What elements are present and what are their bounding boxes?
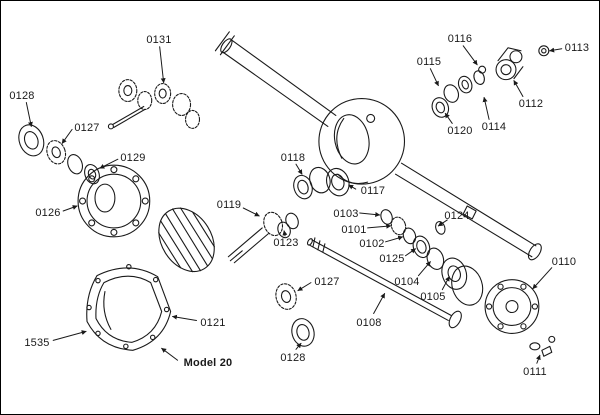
leader-line-0124	[437, 219, 448, 227]
leader-line-0116	[462, 45, 478, 66]
ring-gear-drawing	[158, 207, 215, 273]
pinion-shims-drawing	[293, 166, 350, 200]
hub-drawing	[484, 279, 540, 334]
leader-line-0127-upper	[61, 128, 73, 144]
diff-cover-drawing	[86, 263, 172, 351]
axle-housing-drawing	[214, 31, 542, 261]
leader-line-0123	[282, 230, 288, 237]
leader-line-0108	[373, 293, 386, 314]
leader-line-0126	[62, 205, 78, 212]
pinion-nut-drawing	[538, 45, 550, 57]
spider-gears-drawing	[107, 79, 201, 130]
leader-line-0104	[417, 261, 431, 277]
leader-line-0119	[242, 207, 260, 217]
thrust-washer-lower-drawing	[291, 318, 315, 347]
leader-line-0125	[404, 248, 416, 257]
thrust-washers-left-drawing	[67, 154, 100, 185]
leader-line-0120	[444, 112, 453, 124]
leader-line-model-20	[161, 347, 179, 361]
drive-pinion-drawing	[227, 211, 299, 264]
leader-line-0121	[172, 314, 197, 321]
differential-case-drawing	[77, 164, 151, 238]
leader-line-0129	[99, 158, 119, 169]
small-hardware-drawing	[529, 335, 556, 357]
leader-line-0113	[549, 47, 563, 53]
leader-line-0128-left	[25, 102, 33, 128]
leader-line-0127-lower	[297, 282, 312, 292]
leader-line-0103	[359, 212, 381, 218]
axle-bearing-stack-drawing	[380, 209, 484, 306]
leader-line-0101	[367, 223, 392, 229]
leader-line-0102	[385, 235, 404, 243]
leader-line-0110	[532, 267, 553, 290]
leader-line-0112	[513, 80, 524, 98]
side-bearing-drawing	[18, 124, 45, 157]
leader-line-0128-lower	[295, 342, 302, 350]
leader-line-0114	[482, 96, 490, 120]
leader-line-0131	[159, 46, 166, 84]
leader-line-0111	[535, 354, 541, 364]
leader-line-0115	[429, 68, 439, 87]
leader-line-1535	[52, 330, 87, 341]
pinion-yoke-drawing	[495, 47, 524, 81]
side-gear-lower-drawing	[275, 283, 297, 310]
leader-line-0118	[295, 163, 303, 175]
side-gear-left-drawing	[46, 140, 67, 165]
leader-lines-layer	[25, 45, 563, 364]
pinion-front-parts-drawing	[431, 65, 487, 118]
leader-line-0117	[348, 184, 357, 190]
axle-shaft-drawing	[306, 237, 462, 329]
leader-line-0105	[441, 276, 450, 291]
